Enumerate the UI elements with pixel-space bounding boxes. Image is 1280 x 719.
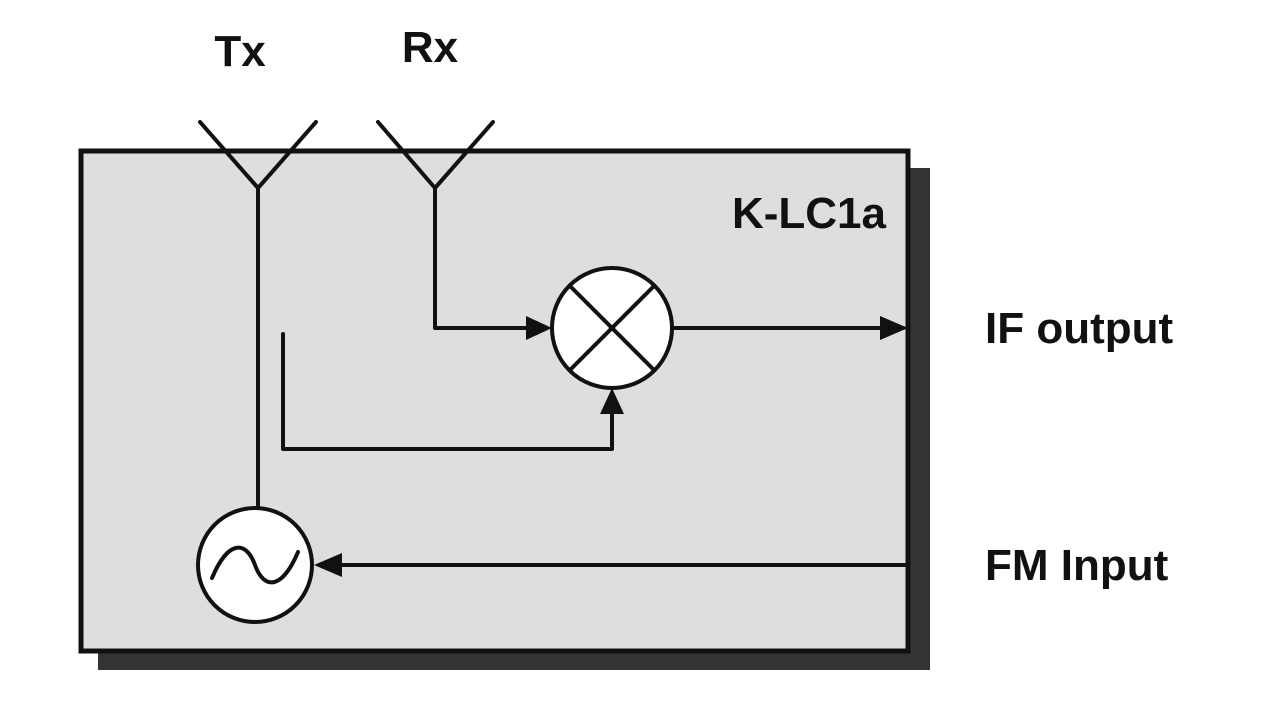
lo-to-mixer-arrowhead [600,388,624,414]
module-label: K-LC1a [732,189,887,238]
rx-label: Rx [402,23,459,72]
fm-input-arrowhead [314,553,342,577]
tx-label: Tx [214,27,266,76]
mixer-x-circle-icon [550,266,674,390]
lo-coupler-wire [281,332,614,451]
rx-to-mixer-arrowhead [526,316,552,340]
oscillator-sine-circle-icon [196,506,314,624]
fm-input-label: FM Input [985,541,1169,590]
tx-antenna-icon [198,120,318,507]
if-output-label: IF output [985,304,1173,353]
if-output-arrowhead [880,316,908,340]
rx-antenna-icon [376,120,532,330]
